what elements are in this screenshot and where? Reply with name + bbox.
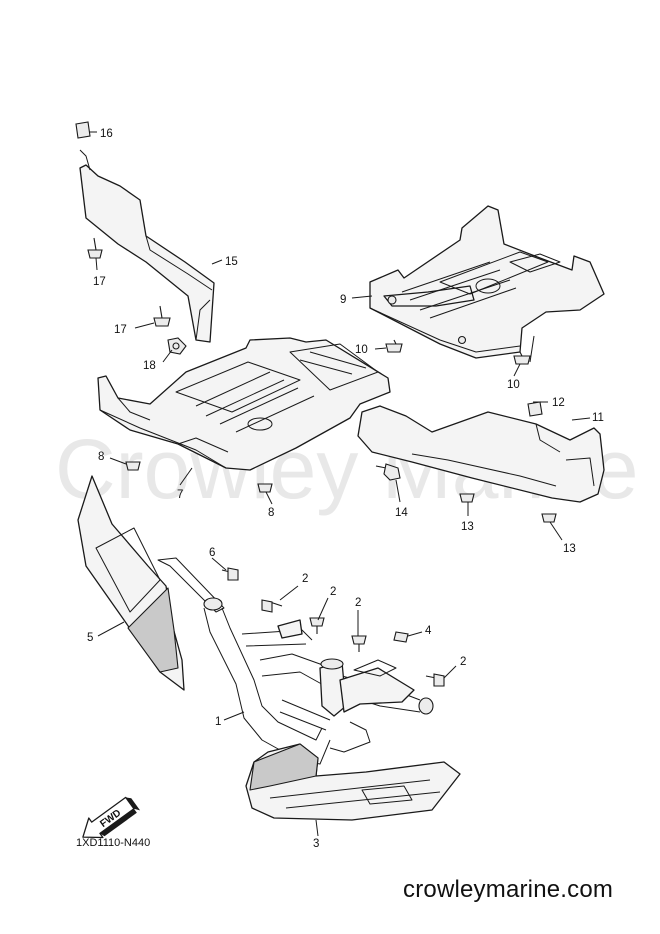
bolt-10a-icon[interactable] <box>385 339 403 353</box>
callout-numbers: 16 17 17 18 15 9 10 10 12 11 8 7 8 14 13… <box>87 128 604 850</box>
callout-13a: 13 <box>461 521 474 533</box>
callout-6: 6 <box>209 547 215 559</box>
bolt-8b-icon[interactable] <box>257 483 273 493</box>
callout-4: 4 <box>425 625 432 637</box>
callout-10a: 10 <box>355 344 368 356</box>
callout-10b: 10 <box>507 379 520 391</box>
front-skid-part-3[interactable] <box>245 743 461 821</box>
skid-plate-part-9[interactable] <box>369 205 605 359</box>
callout-15: 15 <box>225 256 238 268</box>
grommet-14-icon[interactable] <box>375 463 401 481</box>
callout-17b: 17 <box>114 324 127 336</box>
callout-9: 9 <box>340 294 346 306</box>
callout-18: 18 <box>143 360 156 372</box>
clip-16-icon[interactable] <box>75 121 91 139</box>
callout-14: 14 <box>395 507 408 519</box>
grommet-18-icon[interactable] <box>167 337 187 355</box>
callout-3: 3 <box>313 838 319 850</box>
bolt-2b-icon[interactable] <box>309 617 325 634</box>
fwd-arrow-icon: FWD <box>82 796 141 839</box>
bolt-2c-icon[interactable] <box>351 635 367 652</box>
bolt-2d-icon[interactable] <box>425 673 445 687</box>
callout-2a: 2 <box>302 573 308 585</box>
callout-13b: 13 <box>563 543 576 555</box>
callout-2c: 2 <box>355 597 361 609</box>
bolt-10b-icon[interactable] <box>513 351 531 365</box>
callout-17a: 17 <box>93 276 106 288</box>
bolt-4-icon[interactable] <box>393 631 409 643</box>
bolt-17a-icon[interactable] <box>87 237 103 259</box>
front-bumper-part-1[interactable] <box>157 557 434 765</box>
callout-1: 1 <box>215 716 221 728</box>
side-guard-part-11[interactable] <box>357 405 605 503</box>
callout-5: 5 <box>87 632 93 644</box>
callout-2d: 2 <box>460 656 466 668</box>
bolt-2a-icon[interactable] <box>261 599 283 613</box>
callout-12: 12 <box>552 397 565 409</box>
clip-12-icon[interactable] <box>527 401 543 417</box>
drawing-code: 1XD1110-N440 <box>76 837 151 849</box>
callout-11: 11 <box>592 412 604 424</box>
site-url: crowleymarine.com <box>403 876 614 903</box>
bolt-13b-icon[interactable] <box>541 513 557 523</box>
bolt-13a-icon[interactable] <box>459 493 475 503</box>
fasteners <box>75 121 557 687</box>
callout-8b: 8 <box>268 507 274 519</box>
side-guard-part-15[interactable] <box>79 149 215 343</box>
bolt-17b-icon[interactable] <box>153 305 171 327</box>
callout-16: 16 <box>100 128 113 140</box>
skid-plate-part-7[interactable] <box>97 337 391 471</box>
bolt-8a-icon[interactable] <box>125 461 141 471</box>
front-guard-part-5[interactable] <box>77 475 185 691</box>
callout-2b: 2 <box>330 586 336 598</box>
bolt-6-icon[interactable] <box>221 567 239 581</box>
callout-7: 7 <box>177 489 183 501</box>
callout-8a: 8 <box>98 451 104 463</box>
leader-lines <box>89 131 591 837</box>
